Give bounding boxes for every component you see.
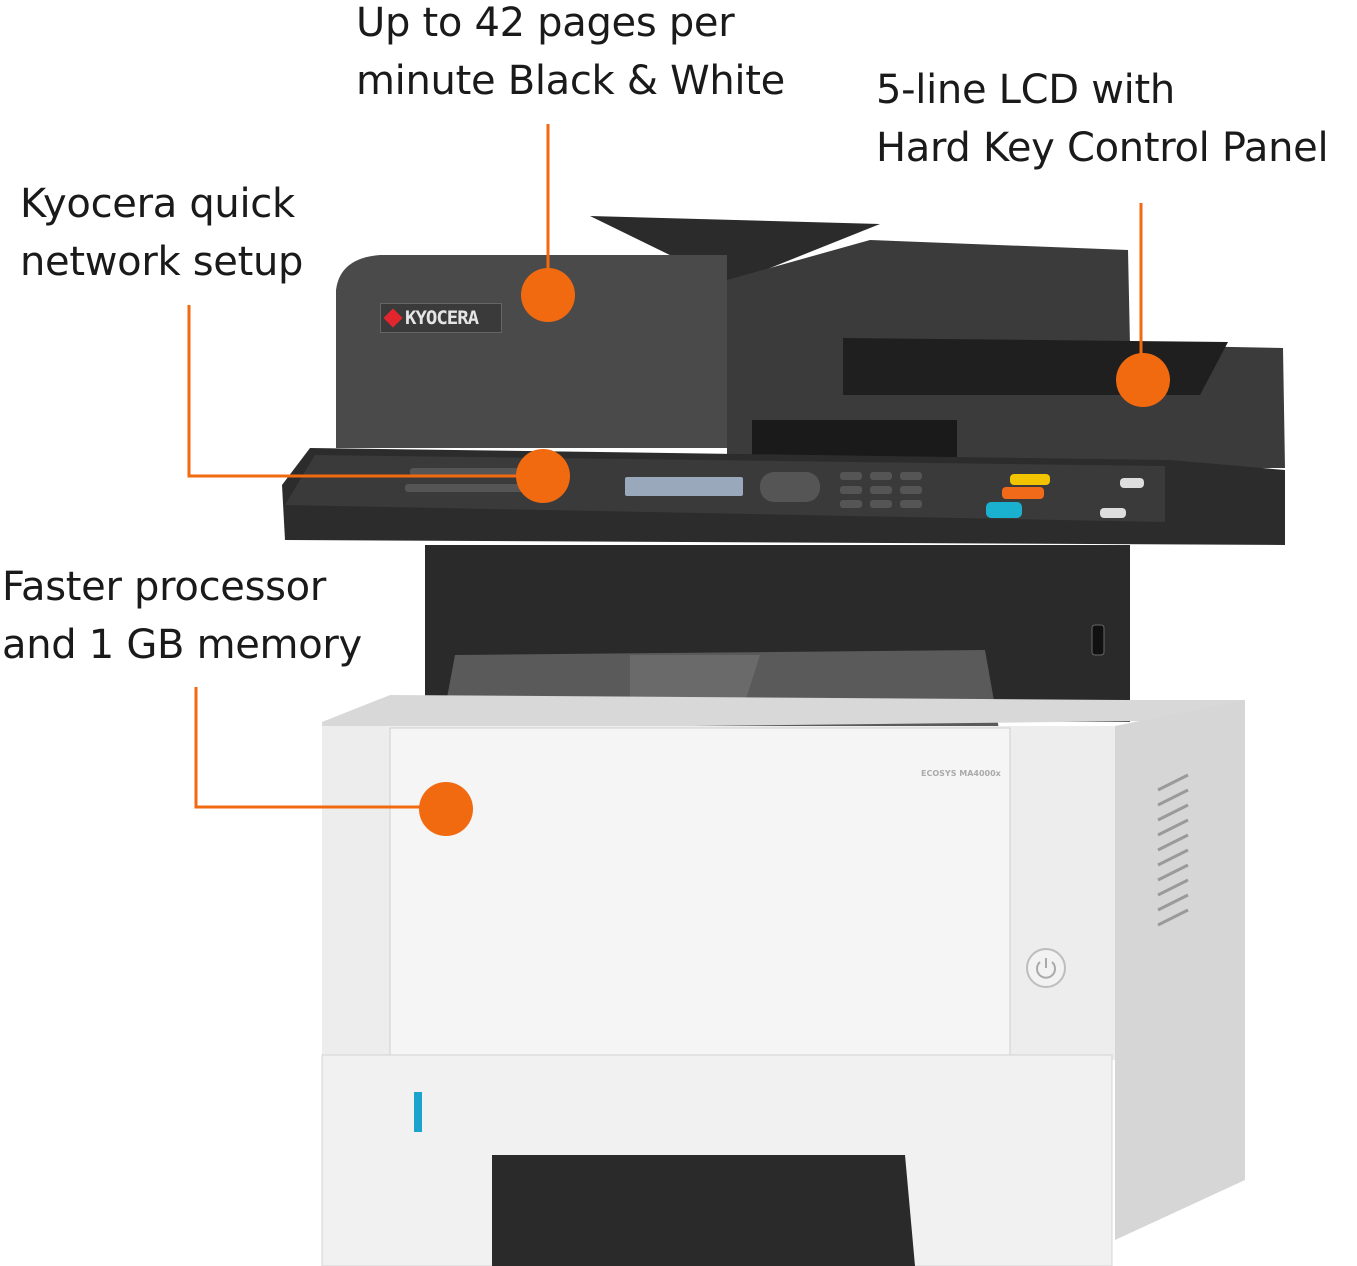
printer-side [1115, 700, 1245, 1240]
callout-dot-lcd [1116, 353, 1170, 407]
callout-processor: Faster processor and 1 GB memory [2, 558, 362, 674]
side-vent [1157, 773, 1189, 927]
tray-handle[interactable] [492, 1155, 915, 1266]
keypad-buttons[interactable] [405, 468, 1144, 518]
callout-line: Hard Key Control Panel [876, 125, 1329, 171]
printer-top-ledge [322, 695, 1245, 730]
callout-line: Up to 42 pages per [356, 0, 735, 46]
callout-line: Kyocera quick [20, 181, 295, 227]
callout-dot-processor [419, 782, 473, 836]
paper-level-indicator [414, 1092, 422, 1132]
callout-lines [187, 124, 1143, 809]
adf-lid [590, 216, 880, 282]
callout-line: network setup [20, 239, 304, 285]
start-button[interactable] [1010, 474, 1050, 485]
stop-button[interactable] [1002, 487, 1044, 499]
lcd-screen [625, 477, 743, 496]
kyocera-logo: KYOCERA [380, 303, 502, 333]
callout-speed: Up to 42 pages per minute Black & White [356, 0, 785, 110]
model-label: ECOSYS MA4000x [921, 769, 1001, 778]
power-icon [1036, 958, 1056, 979]
callout-network: Kyocera quick network setup [20, 175, 303, 291]
callout-line: 5-line LCD with [876, 67, 1175, 113]
reset-button[interactable] [986, 502, 1022, 518]
usb-port[interactable] [1091, 624, 1105, 656]
brand-logo-text: KYOCERA [405, 307, 479, 329]
callout-line: Faster processor [2, 564, 326, 610]
callout-dot-speed [521, 268, 575, 322]
callout-line: minute Black & White [356, 58, 785, 104]
front-door[interactable] [389, 727, 1011, 1061]
document-output-slot [843, 338, 1228, 395]
scanner-slot [752, 420, 957, 460]
callout-line: and 1 GB memory [2, 622, 362, 668]
callout-lcd: 5-line LCD with Hard Key Control Panel [876, 61, 1329, 177]
kyocera-logo-mark-icon [383, 308, 403, 328]
callout-dot-network [516, 449, 570, 503]
